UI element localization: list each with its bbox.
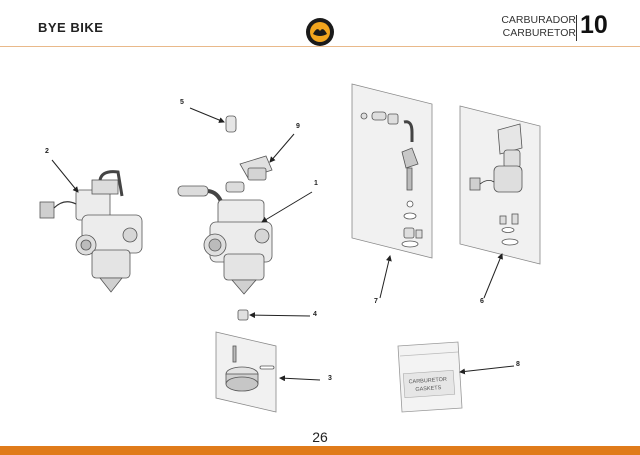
callout-6: 6: [480, 298, 484, 305]
section-divider: [576, 15, 577, 41]
part-9-cap: [239, 155, 273, 181]
leader-1: [261, 191, 313, 223]
callout-9: 9: [296, 123, 300, 130]
section-title-en: CARBURETOR: [502, 27, 576, 39]
section-number: 10: [580, 11, 608, 39]
callout-7: 7: [374, 298, 378, 305]
callout-1: 1: [314, 180, 318, 187]
leader-9: [269, 133, 295, 163]
carburetor-assembly-1: [177, 181, 273, 295]
header-rule: [0, 46, 640, 47]
callout-4: 4: [313, 311, 317, 318]
leader-2: [51, 159, 79, 193]
gasket-bag-8: CARBURETOR GASKETS: [397, 341, 463, 413]
footer-bar: [0, 446, 640, 455]
carburetor-assembly-2: [39, 170, 143, 293]
section-title: CARBURADOR CARBURETOR: [501, 14, 576, 40]
kit-7-panel: [351, 83, 433, 259]
page-number: 26: [312, 429, 328, 445]
bag-label-line-1: CARBURETOR: [408, 377, 447, 386]
callout-2: 2: [45, 148, 49, 155]
callout-8: 8: [516, 361, 520, 368]
leader-6: [483, 253, 503, 299]
leader-8: [459, 365, 515, 375]
leader-4: [249, 312, 311, 319]
leader-3: [279, 375, 321, 382]
brand-logo-icon: [306, 18, 334, 46]
kit-3-panel: [215, 331, 277, 413]
bag-label-line-2: GASKETS: [415, 385, 442, 393]
leader-5: [189, 107, 225, 123]
section-title-es: CARBURADOR: [501, 14, 576, 26]
part-4-jet: [237, 309, 249, 321]
callout-5: 5: [180, 99, 184, 106]
part-5-plug: [225, 115, 237, 133]
kit-6-panel: [459, 105, 541, 265]
leader-7: [379, 255, 392, 299]
callout-3: 3: [328, 375, 332, 382]
brand-name: BYE BIKE: [38, 20, 104, 35]
